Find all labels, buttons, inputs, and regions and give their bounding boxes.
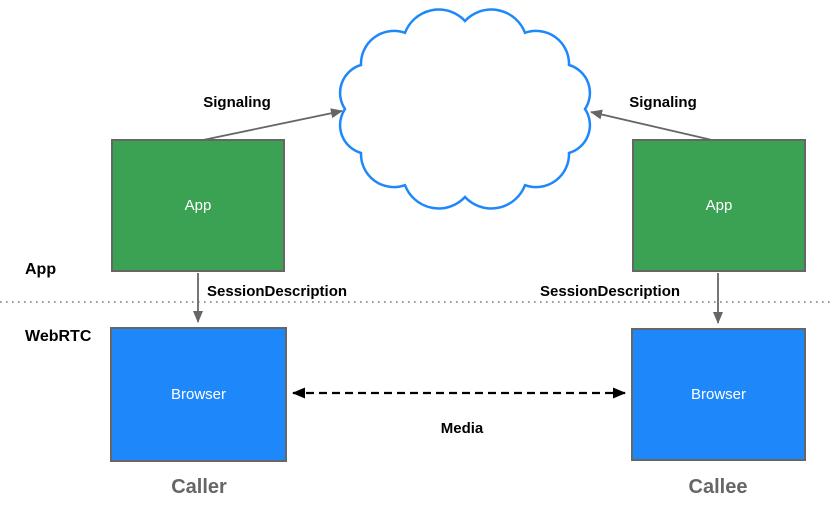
signaling-label-left: Signaling [203, 94, 271, 111]
callee-label: Callee [688, 476, 748, 498]
session-description-label-right: SessionDescription [540, 283, 681, 300]
signaling-arrow-right [590, 109, 713, 141]
app-node-callee-label: App [705, 197, 733, 214]
media-label: Media [440, 420, 484, 437]
signaling-arrow-left [202, 108, 343, 141]
signaling-label-right: Signaling [629, 94, 697, 111]
layer-label-app: App [25, 261, 57, 278]
layer-label-webrtc: WebRTC [25, 328, 92, 345]
app-node-caller-label: App [184, 197, 212, 214]
app-node-caller: App [111, 139, 285, 272]
app-node-callee: App [632, 139, 806, 272]
signaling-cloud-shape [338, 8, 592, 210]
browser-node-caller: Browser [110, 327, 287, 462]
browser-node-callee-label: Browser [690, 386, 746, 403]
session-description-label-left: SessionDescription [207, 283, 348, 300]
caller-label: Caller [171, 476, 227, 498]
browser-node-caller-label: Browser [170, 386, 226, 403]
browser-node-callee: Browser [631, 328, 806, 461]
